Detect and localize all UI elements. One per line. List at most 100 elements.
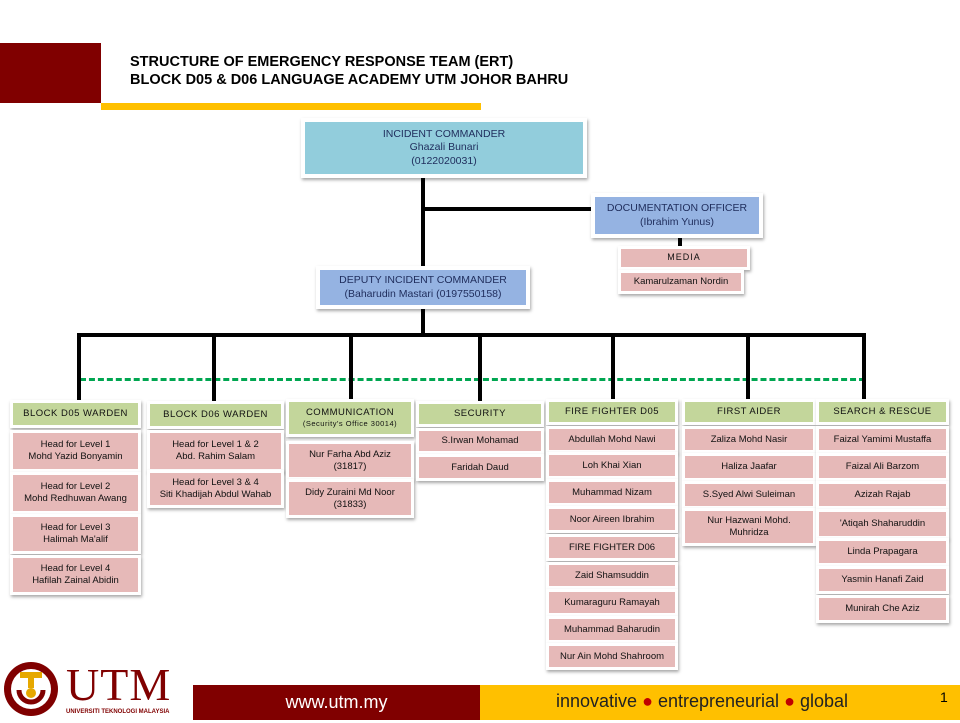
team-member: Muhammad Baharudin: [546, 616, 678, 643]
connector: [77, 335, 81, 401]
team-member-label: Zaid Shamsuddin: [549, 565, 675, 586]
team-member-label: Zaliza Mohd Nasir: [685, 429, 813, 450]
team-member: Faizal Ali Barzom: [816, 453, 949, 481]
team-member-label: Yasmin Hanafi Zaid: [819, 569, 946, 591]
role: INCIDENT COMMANDER: [382, 128, 506, 141]
team-header-label: FIRE FIGHTER D05: [549, 402, 675, 422]
team-member: Zaliza Mohd Nasir: [682, 426, 816, 453]
team-member-label: Head for Level 1 & 2 Abd. Rahim Salam: [150, 433, 281, 469]
logo-subtext: UNIVERSITI TEKNOLOGI MALAYSIA: [66, 709, 170, 715]
footer-url[interactable]: www.utm.my: [285, 692, 388, 712]
tagline-global: global: [799, 691, 848, 711]
bullet-icon: ●: [784, 691, 795, 711]
team-member: Abdullah Mohd Nawi: [546, 426, 678, 453]
team-member-label: Head for Level 1 Mohd Yazid Bonyamin: [13, 433, 138, 469]
bullet-icon: ●: [642, 691, 653, 711]
team-member-label: Head for Level 2 Mohd Redhuwan Awang: [13, 475, 138, 511]
connector: [421, 307, 425, 336]
team-member: Nur Farha Abd Aziz (31817): [286, 441, 414, 480]
team-member-label: Faizal Yamimi Mustaffa: [819, 429, 946, 450]
team-member-label: Nur Ain Mohd Shahroom: [549, 646, 675, 667]
team-header-label: BLOCK D06 WARDEN: [150, 404, 281, 426]
team-subheader: FIRE FIGHTER D06: [546, 534, 678, 561]
connector: [862, 335, 866, 401]
dashed-divider: [80, 378, 865, 381]
team-member-label: Haliza Jaafar: [685, 456, 813, 478]
connector: [77, 333, 866, 337]
team-member: 'Atiqah Shaharuddin: [816, 509, 949, 539]
team-member-label: S.Syed Alwi Suleiman: [685, 484, 813, 506]
team-member: Noor Aireen Ibrahim: [546, 506, 678, 533]
team-member-label: Faridah Daud: [419, 457, 541, 478]
connector: [746, 335, 750, 401]
media-header-box: MEDIA: [618, 246, 750, 270]
team-member-label: Linda Prapagara: [819, 541, 946, 563]
team-member: Yasmin Hanafi Zaid: [816, 566, 949, 594]
team-member: Head for Level 2 Mohd Redhuwan Awang: [10, 472, 141, 514]
team-member: S.Syed Alwi Suleiman: [682, 481, 816, 509]
team-header: BLOCK D06 WARDEN: [147, 401, 284, 429]
connector: [611, 335, 615, 401]
team-subheader-label: FIRE FIGHTER D06: [549, 537, 675, 558]
team-member: Faizal Yamimi Mustaffa: [816, 426, 949, 453]
connector: [421, 175, 425, 270]
deputy-commander-box: DEPUTY INCIDENT COMMANDER (Baharudin Mas…: [316, 266, 530, 309]
team-member: Head for Level 3 Halimah Ma'alif: [10, 514, 141, 554]
team-member-label: Kumaraguru Ramayah: [549, 592, 675, 613]
tagline-innovative: innovative: [556, 691, 638, 711]
role: DOCUMENTATION OFFICER: [606, 202, 748, 215]
page-number: 1: [940, 689, 948, 705]
team-member: Nur Hazwani Mohd. Muhridza: [682, 508, 816, 546]
team-member-label: Head for Level 4 Hafilah Zainal Abidin: [13, 558, 138, 592]
team-header-label: SEARCH & RESCUE: [819, 402, 946, 422]
team-member-label: Abdullah Mohd Nawi: [549, 429, 675, 450]
team-header: FIRST AIDER: [682, 399, 816, 425]
team-member-label: Nur Hazwani Mohd. Muhridza: [685, 511, 813, 543]
team-member: S.Irwan Mohamad: [416, 428, 544, 454]
team-header-label: SECURITY: [419, 404, 541, 424]
team-member: Head for Level 4 Hafilah Zainal Abidin: [10, 555, 141, 595]
team-header: BLOCK D05 WARDEN: [10, 400, 141, 428]
team-member-label: 'Atiqah Shaharuddin: [819, 512, 946, 536]
media-label: MEDIA: [621, 249, 747, 267]
team-member-label: Faizal Ali Barzom: [819, 456, 946, 478]
team-member-label: Head for Level 3 Halimah Ma'alif: [13, 517, 138, 551]
page-title: STRUCTURE OF EMERGENCY RESPONSE TEAM (ER…: [130, 53, 568, 89]
team-member: Azizah Rajab: [816, 481, 949, 509]
header-gold-bar: [101, 103, 481, 110]
team-member: Loh Khai Xian: [546, 452, 678, 479]
team-member: Haliza Jaafar: [682, 453, 816, 481]
media-member: Kamarulzaman Nordin: [621, 273, 741, 291]
team-header: FIRE FIGHTER D05: [546, 399, 678, 425]
team-member: Head for Level 1 Mohd Yazid Bonyamin: [10, 430, 141, 472]
team-member-label: S.Irwan Mohamad: [419, 431, 541, 451]
logo-text: UTM: [66, 659, 172, 710]
team-member-label: Head for Level 3 & 4 Siti Khadijah Abdul…: [150, 473, 281, 505]
name: (Ibrahim Yunus): [640, 215, 714, 228]
connector: [349, 335, 353, 401]
team-member: Head for Level 1 & 2 Abd. Rahim Salam: [147, 430, 284, 472]
team-header-label: FIRST AIDER: [685, 402, 813, 422]
team-member: Head for Level 3 & 4 Siti Khadijah Abdul…: [147, 470, 284, 508]
team-member-label: Noor Aireen Ibrahim: [549, 509, 675, 530]
connector: [423, 207, 593, 211]
team-header: SECURITY: [416, 401, 544, 427]
connector: [478, 335, 482, 401]
team-header: SEARCH & RESCUE: [816, 399, 949, 425]
footer-gold-bar: innovative ● entrepreneurial ● global 1: [480, 685, 960, 720]
team-header-label: BLOCK D05 WARDEN: [13, 403, 138, 425]
team-member-label: Muhammad Nizam: [549, 482, 675, 503]
incident-commander-box: INCIDENT COMMANDER Ghazali Bunari (01220…: [301, 118, 587, 178]
phone: (0122020031): [411, 154, 477, 167]
role: DEPUTY INCIDENT COMMANDER: [339, 274, 507, 287]
team-member: Kumaraguru Ramayah: [546, 589, 678, 616]
team-member: Muhammad Nizam: [546, 479, 678, 506]
media-member-box: Kamarulzaman Nordin: [618, 270, 744, 294]
team-member-label: Azizah Rajab: [819, 484, 946, 506]
team-header: COMMUNICATION(Security's Office 30014): [286, 399, 414, 437]
team-header-label: COMMUNICATION(Security's Office 30014): [289, 402, 411, 434]
utm-logo: UTM UNIVERSITI TEKNOLOGI MALAYSIA: [2, 659, 182, 720]
team-member-label: Nur Farha Abd Aziz (31817): [289, 444, 411, 477]
name: Ghazali Bunari: [409, 141, 479, 154]
team-member-label: Munirah Che Aziz: [819, 598, 946, 620]
